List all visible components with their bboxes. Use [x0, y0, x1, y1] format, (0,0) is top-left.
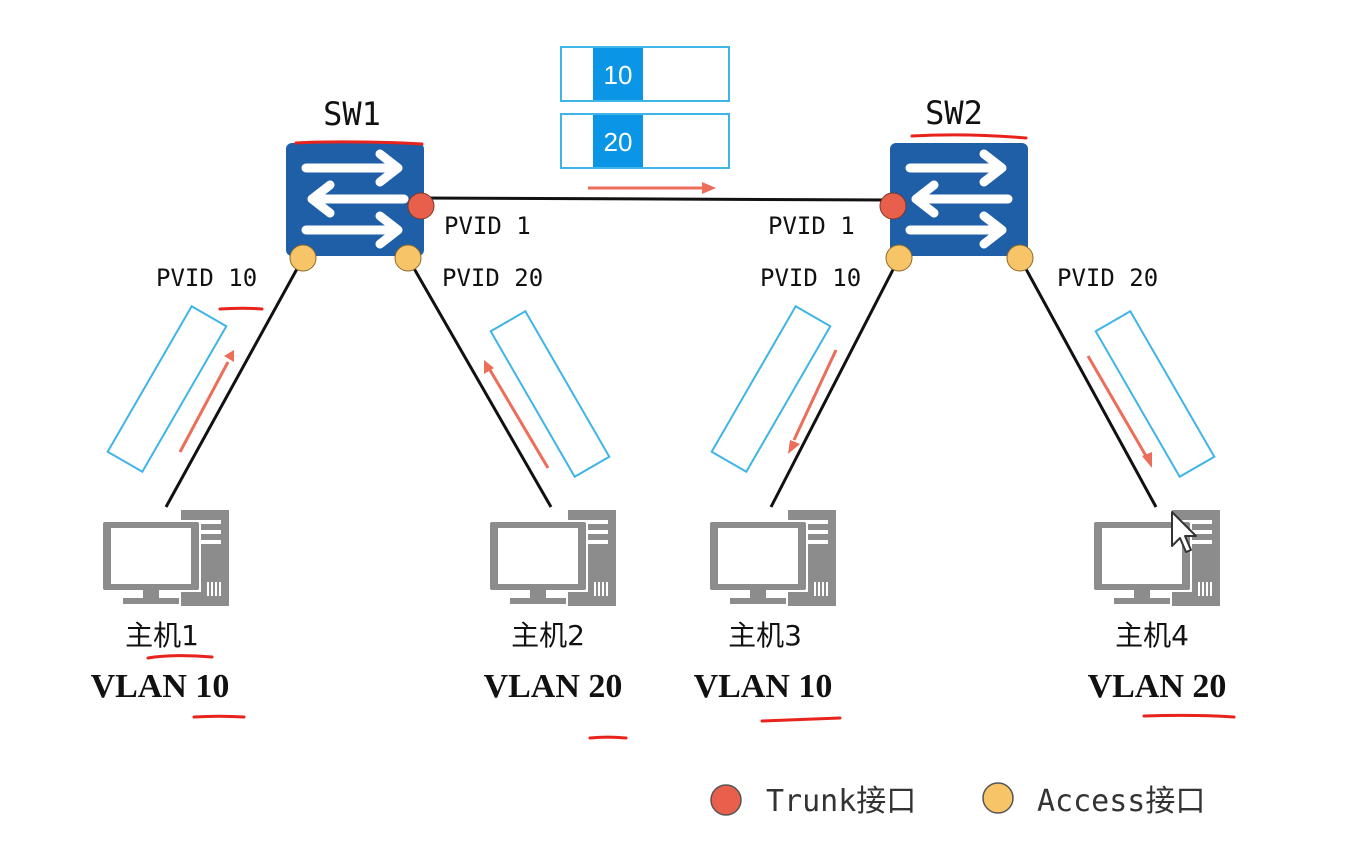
trunk-flow-arrow: [588, 182, 716, 194]
switch-sw1: SW1: [286, 95, 424, 256]
switch-sw2: SW2: [890, 94, 1028, 256]
sw2-trunk-pvid: PVID 1: [768, 212, 855, 240]
legend-trunk-swatch: [710, 784, 742, 816]
sw1-trunk-pvid: PVID 1: [444, 212, 531, 240]
frame-link-host3: [710, 304, 832, 474]
desktop-computer-icon: [1092, 510, 1220, 606]
annotation-marks: [146, 133, 1236, 740]
flow-arrow-host3: [788, 349, 838, 454]
frame-link-host1: [106, 304, 228, 474]
host-4-vlan: VLAN 20: [1088, 668, 1227, 705]
frame-link-host2: [489, 309, 611, 479]
sw2-access-port-right: [1006, 244, 1034, 272]
host-4-name: 主机4: [1115, 619, 1189, 652]
legend-trunk-label: Trunk接口: [766, 784, 916, 819]
desktop-computer-icon: [101, 510, 229, 606]
link-sw1-host1: [164, 257, 305, 508]
host-3: 主机3 VLAN 10: [694, 510, 836, 705]
host-3-vlan: VLAN 10: [694, 668, 833, 705]
host-4: 主机4 VLAN 20: [1088, 510, 1227, 705]
flow-arrow-host2: [484, 360, 550, 469]
frame-vlan-20-label: 20: [604, 127, 633, 157]
trunk-link: [419, 196, 893, 202]
switch-sw2-label: SW2: [925, 94, 983, 132]
host-2-vlan: VLAN 20: [484, 668, 623, 705]
desktop-computer-icon: [708, 510, 836, 606]
link-sw2-host3: [769, 257, 901, 508]
host-2-name: 主机2: [511, 619, 585, 652]
flow-arrow-host4: [1086, 355, 1152, 468]
flow-arrow-host1: [178, 350, 234, 453]
legend-access-label: Access接口: [1037, 784, 1205, 819]
sw2-access-port-left: [885, 244, 913, 272]
sw2-access-right-pvid: PVID 20: [1057, 264, 1158, 292]
link-sw2-host4: [1018, 257, 1158, 508]
host-3-name: 主机3: [728, 619, 802, 652]
desktop-computer-icon: [488, 510, 616, 606]
frame-vlan-10-label: 10: [604, 60, 633, 90]
legend: Trunk接口 Access接口: [710, 782, 1205, 819]
host-1-name: 主机1: [125, 619, 199, 652]
frame-vlan-20: 20: [560, 113, 730, 169]
host-2: 主机2 VLAN 20: [484, 510, 623, 705]
host-1: 主机1 VLAN 10: [91, 510, 230, 705]
link-sw1-host2: [406, 257, 553, 508]
sw1-trunk-port: [407, 192, 435, 220]
sw1-access-right-pvid: PVID 20: [442, 264, 543, 292]
legend-access-swatch: [982, 782, 1014, 814]
switch-sw1-label: SW1: [323, 95, 381, 133]
host-1-vlan: VLAN 10: [91, 668, 230, 705]
sw1-access-port-left: [289, 244, 317, 272]
frame-vlan-10: 10: [560, 46, 730, 102]
sw1-access-left-pvid: PVID 10: [156, 264, 257, 292]
sw2-trunk-port: [879, 192, 907, 220]
sw1-access-port-right: [394, 244, 422, 272]
frame-link-host4: [1094, 309, 1216, 479]
sw2-access-left-pvid: PVID 10: [760, 264, 861, 292]
mouse-pointer-icon: [1171, 511, 1197, 553]
